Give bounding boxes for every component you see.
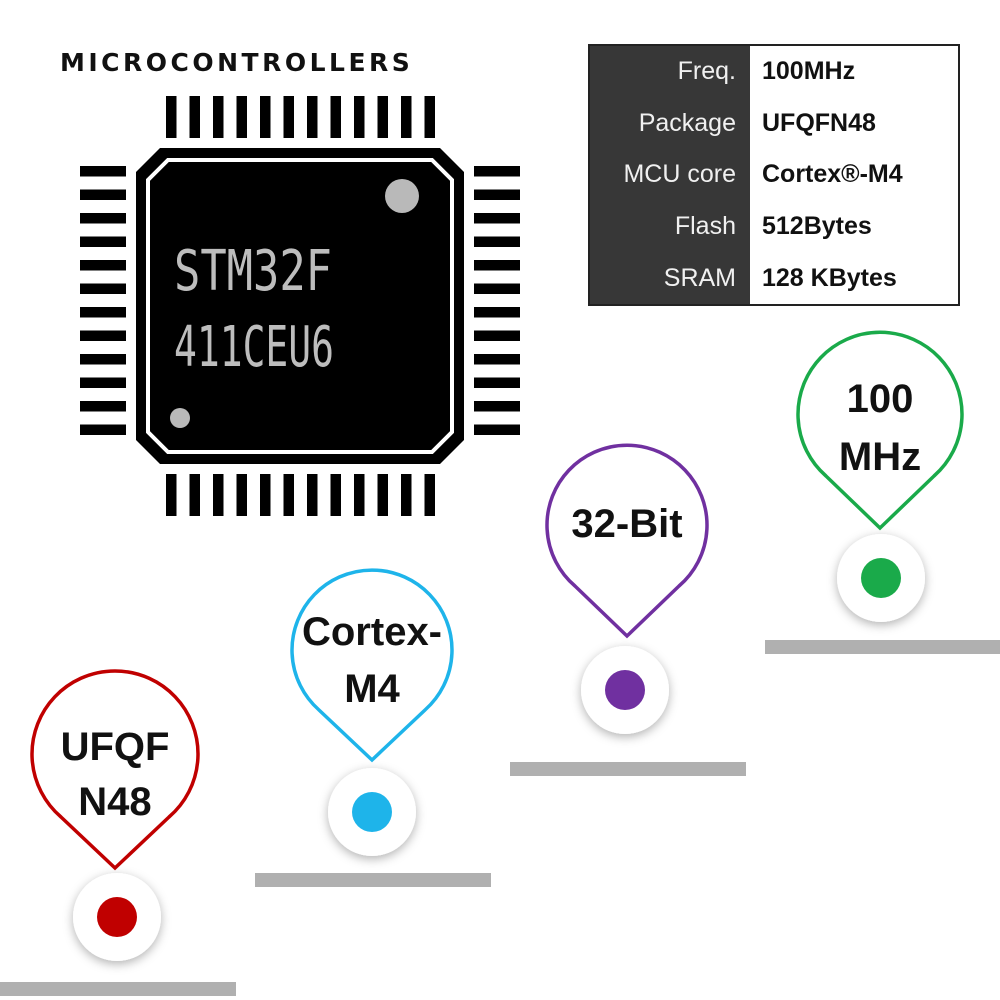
steps xyxy=(0,640,1000,996)
chip-lead xyxy=(424,474,435,516)
chip-lead xyxy=(307,96,318,138)
chip-lead xyxy=(80,166,126,177)
chip-lead xyxy=(166,96,177,138)
chip-lead xyxy=(80,401,126,412)
pin-dot xyxy=(352,792,392,832)
chip-lead xyxy=(236,474,247,516)
chip-orientation-dot xyxy=(385,179,419,213)
pin-dot xyxy=(861,558,901,598)
chip-lead xyxy=(80,283,126,294)
chip-lead xyxy=(474,189,520,200)
pin-label-line2: N48 xyxy=(78,780,151,824)
chip-lead xyxy=(213,96,224,138)
pin-marker-core: Cortex- M4 xyxy=(290,568,454,856)
chip-lead xyxy=(80,213,126,224)
step-bar xyxy=(0,982,236,996)
chip-lead xyxy=(474,236,520,247)
spec-names-column: Freq. Package MCU core Flash SRAM xyxy=(590,46,750,304)
chip-lead xyxy=(80,189,126,200)
spec-value: UFQFN48 xyxy=(762,108,876,137)
chip-lead xyxy=(307,474,318,516)
step-bar xyxy=(510,762,746,776)
pin-dot xyxy=(605,670,645,710)
spec-name: Package xyxy=(638,108,736,137)
chip-inner-border xyxy=(146,158,454,454)
pin-marker-bits: 32-Bit xyxy=(545,443,709,734)
spec-table: Freq. Package MCU core Flash SRAM 100MHz… xyxy=(588,44,960,306)
chip-lead xyxy=(474,377,520,388)
chip-lead xyxy=(474,213,520,224)
chip-lead xyxy=(213,474,224,516)
pin-label-line1: Cortex- xyxy=(302,610,442,654)
chip-lead xyxy=(80,307,126,318)
chip-pins-right xyxy=(474,166,520,435)
chip-lead xyxy=(474,283,520,294)
chip-lead xyxy=(474,330,520,341)
pin-label-line2: MHz xyxy=(839,435,921,479)
pin-marker-frequency: 100 MHz xyxy=(796,330,964,622)
pin-label-line1: 100 xyxy=(847,377,914,421)
chip-icon: STM32F 411CEU6 xyxy=(80,96,520,516)
page-title: MICROCONTROLLERS xyxy=(60,48,414,77)
step-bar xyxy=(765,640,1000,654)
spec-values-column: 100MHz UFQFN48 Cortex®-M4 512Bytes 128 K… xyxy=(750,46,958,304)
chip-lead xyxy=(474,401,520,412)
spec-name: SRAM xyxy=(663,263,736,292)
chip-label-line2: 411CEU6 xyxy=(174,315,334,380)
pin-label-line2: M4 xyxy=(344,667,400,711)
chip-lead xyxy=(474,354,520,365)
chip-lead xyxy=(354,96,365,138)
pin-label-line1: 32-Bit xyxy=(571,502,682,546)
chip-lead xyxy=(80,236,126,247)
chip-lead xyxy=(166,474,177,516)
chip-lead xyxy=(283,474,294,516)
spec-value: 128 KBytes xyxy=(762,263,897,292)
pin-outline xyxy=(796,330,964,531)
spec-name: MCU core xyxy=(623,160,736,189)
pin-label-line1: UFQF xyxy=(61,725,170,769)
chip-lead xyxy=(401,474,412,516)
chip-lead xyxy=(283,96,294,138)
chip-lead xyxy=(260,474,271,516)
chip-lead xyxy=(474,424,520,435)
chip-pins-left xyxy=(80,166,126,435)
chip-lead xyxy=(189,474,200,516)
step-bar xyxy=(255,873,491,887)
spec-name: Freq. xyxy=(677,57,736,86)
chip-corner-dot xyxy=(170,408,190,428)
chip-body xyxy=(136,148,464,464)
chip-lead xyxy=(377,474,388,516)
chip-lead xyxy=(474,166,520,177)
chip-pins-bottom xyxy=(166,474,435,516)
chip-lead xyxy=(424,96,435,138)
chip-lead xyxy=(474,307,520,318)
pin-outline xyxy=(545,443,709,639)
pin-dot xyxy=(97,897,137,937)
pin-marker-package: UFQF N48 xyxy=(30,669,200,961)
spec-value: Cortex®-M4 xyxy=(762,160,903,189)
chip-lead xyxy=(354,474,365,516)
chip-lead xyxy=(330,96,341,138)
chip-lead xyxy=(236,96,247,138)
chip-pins-top xyxy=(166,96,435,138)
chip-lead xyxy=(330,474,341,516)
chip-lead xyxy=(474,260,520,271)
chip-lead xyxy=(377,96,388,138)
spec-value: 512Bytes xyxy=(762,212,872,241)
chip-label-line1: STM32F xyxy=(174,239,332,304)
chip-lead xyxy=(80,377,126,388)
chip-lead xyxy=(189,96,200,138)
pin-outline xyxy=(30,669,200,871)
chip-lead xyxy=(401,96,412,138)
chip-lead xyxy=(80,424,126,435)
spec-value: 100MHz xyxy=(762,57,856,86)
spec-name: Flash xyxy=(674,212,736,241)
chip-lead xyxy=(260,96,271,138)
chip-lead xyxy=(80,260,126,271)
chip-lead xyxy=(80,330,126,341)
chip-lead xyxy=(80,354,126,365)
pin-outline xyxy=(290,568,454,763)
